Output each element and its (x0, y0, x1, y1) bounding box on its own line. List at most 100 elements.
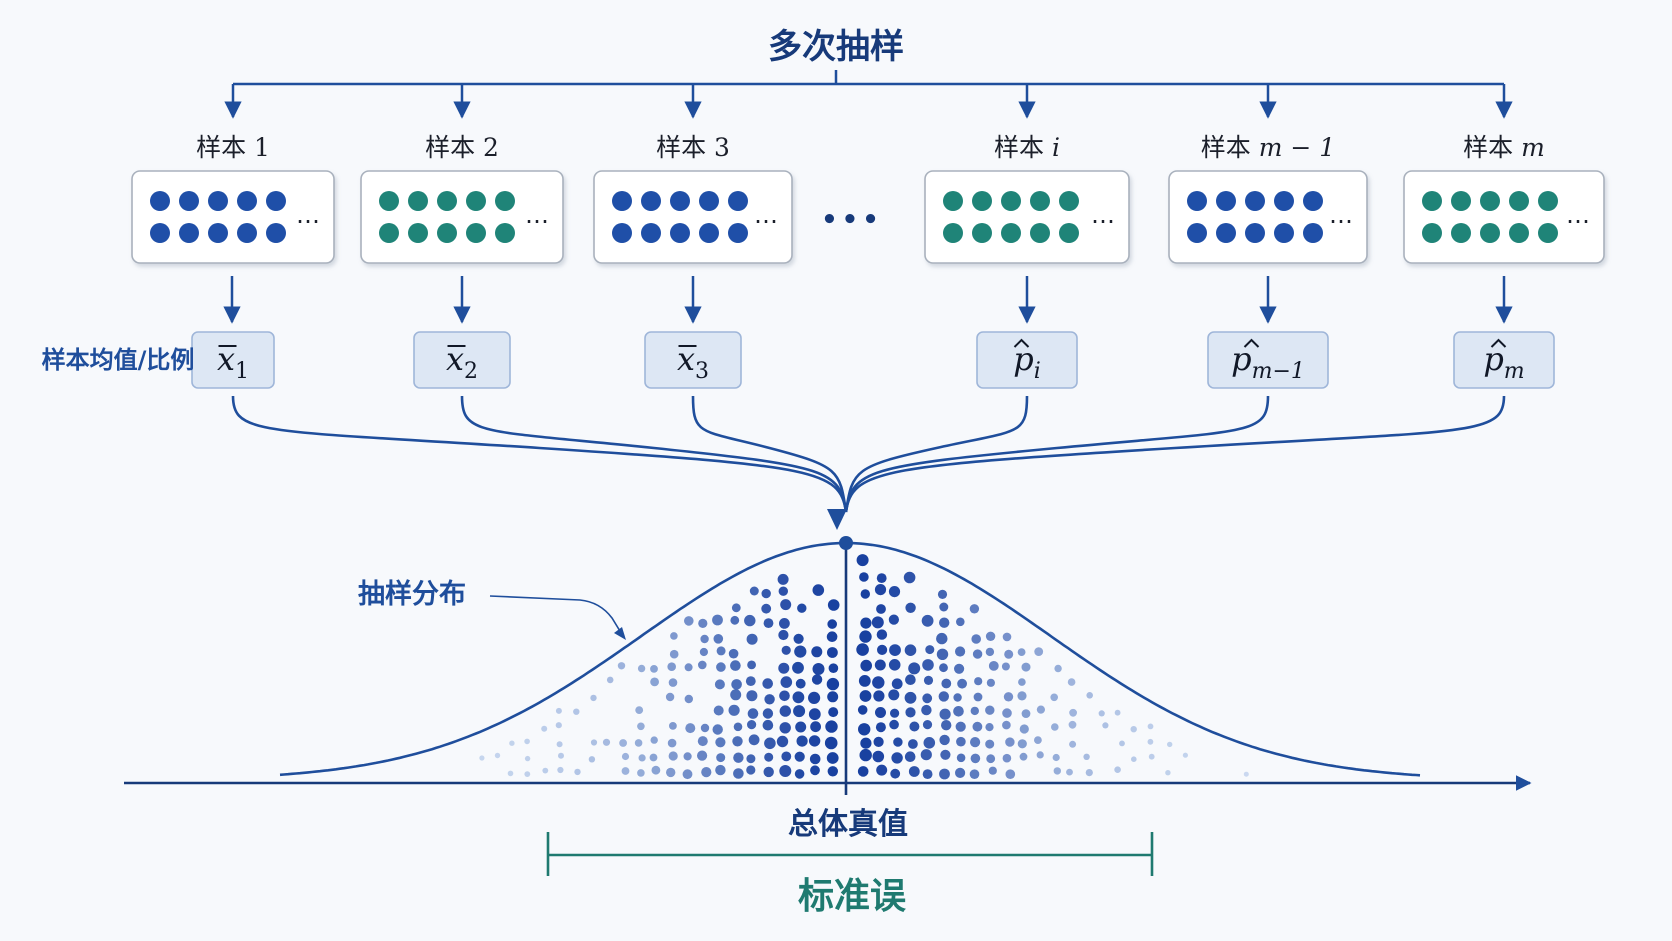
scatter-dot (524, 755, 531, 762)
scatter-dot (828, 663, 839, 673)
sample-dot (379, 223, 399, 243)
scatter-dot (1018, 678, 1026, 686)
scatter-dot (1004, 649, 1014, 659)
diagram-title: 多次抽样 (768, 27, 904, 67)
sample-dot (1030, 223, 1050, 243)
scatter-dot (606, 676, 614, 684)
top-arrows (224, 84, 1513, 119)
scatter-dot (985, 647, 995, 657)
scatter-dot (889, 644, 901, 656)
scatter-dot (955, 721, 966, 732)
scatter-dot (555, 707, 562, 714)
statistic-subscript: 1 (235, 359, 249, 384)
scatter-dot (700, 634, 709, 644)
scatter-dot (1036, 751, 1044, 759)
scatter-dot (891, 678, 903, 690)
sample-label-index: m − 1 (1259, 133, 1335, 162)
scatter-dot (1083, 753, 1090, 760)
scatter-dot (974, 677, 983, 686)
scatter-dot (1001, 662, 1010, 671)
scatter-dot (826, 752, 839, 764)
scatter-dot (746, 765, 756, 775)
scatter-dot (858, 723, 871, 736)
scatter-dot (1147, 723, 1154, 730)
scatter-dot (764, 694, 775, 705)
scatter-dot (776, 735, 789, 748)
scatter-dot (876, 764, 888, 776)
sample-dot (1303, 191, 1323, 211)
bell-curve (279, 541, 1421, 777)
scatter-dot (1050, 693, 1058, 702)
scatter-dot (937, 589, 948, 600)
scatter-dot (573, 708, 580, 715)
scatter-dot (668, 751, 678, 761)
statistic-box (976, 331, 1078, 389)
scatter-dot (524, 771, 531, 777)
scatter-dot (524, 738, 530, 745)
scatter-dot (939, 708, 951, 720)
scatter-dot (922, 659, 934, 671)
scatter-dot (667, 662, 676, 671)
scatter-dot (712, 724, 723, 735)
scatter-dot (871, 616, 884, 629)
scatter-dot (685, 723, 696, 734)
scatter-dot (730, 689, 742, 701)
statistic-box (191, 331, 275, 389)
sample-label-index: m (1521, 133, 1545, 162)
sample-dot (728, 191, 748, 211)
scatter-dot (860, 737, 872, 749)
scatter-dot (792, 661, 804, 674)
scatter-dot (779, 722, 791, 734)
scatter-dot (936, 648, 949, 660)
convergence-arrowhead (827, 509, 847, 530)
distribution-pointer (489, 595, 624, 637)
scatter-dot (1053, 767, 1062, 775)
sample-dot (466, 191, 486, 211)
scatter-dot (905, 707, 916, 718)
scatter-dot (971, 634, 981, 644)
scatter-dot (888, 586, 901, 598)
sample-label-prefix: 样本 (994, 133, 1052, 162)
scatter-dot (507, 770, 514, 777)
scatter-dot (986, 754, 996, 764)
statistic-hat-mark (1490, 338, 1507, 348)
standard-error-label: 标准误 (798, 876, 906, 917)
scatter-dot (1019, 724, 1029, 734)
scatter-dot (1086, 692, 1093, 699)
scatter-dot (716, 646, 726, 656)
sample-box-ellipsis: … (1566, 201, 1590, 229)
statistic-label: pi (1013, 340, 1041, 384)
scatter-dot (985, 723, 994, 732)
scatter-dot (905, 674, 916, 685)
scatter-dot (1167, 741, 1173, 748)
scatter-dot (955, 646, 966, 657)
statistic-symbol: p (1013, 340, 1033, 378)
sample-dot (1030, 191, 1050, 211)
scatter-dot (542, 767, 549, 774)
scatter-dot (904, 691, 917, 704)
scatter-dot (1147, 738, 1154, 745)
scatter-dot (1036, 705, 1045, 714)
scatter-dot (856, 643, 869, 656)
scatter-dot (637, 664, 646, 673)
scatter-dot (574, 768, 581, 776)
scatter-dot (970, 706, 979, 716)
scatter-dot (479, 755, 485, 761)
scatter-dot (730, 660, 741, 671)
statistic-box (413, 331, 511, 389)
scatter-dot (762, 719, 774, 731)
scatter-dot (1003, 692, 1014, 702)
scatter-dot (859, 690, 872, 702)
converging-curve (844, 395, 1270, 513)
converging-curve (691, 395, 848, 513)
scatter-dot (925, 645, 935, 655)
scatter-dot (698, 618, 708, 629)
sample-group: 样本 m − 1…pm−1 (1168, 133, 1368, 389)
sample-dot (943, 191, 963, 211)
scatter-dot (555, 722, 562, 729)
scatter-dot (780, 676, 793, 688)
scatter-dot (826, 631, 838, 642)
scatter-dot (637, 769, 645, 777)
converging-curve (231, 395, 848, 513)
